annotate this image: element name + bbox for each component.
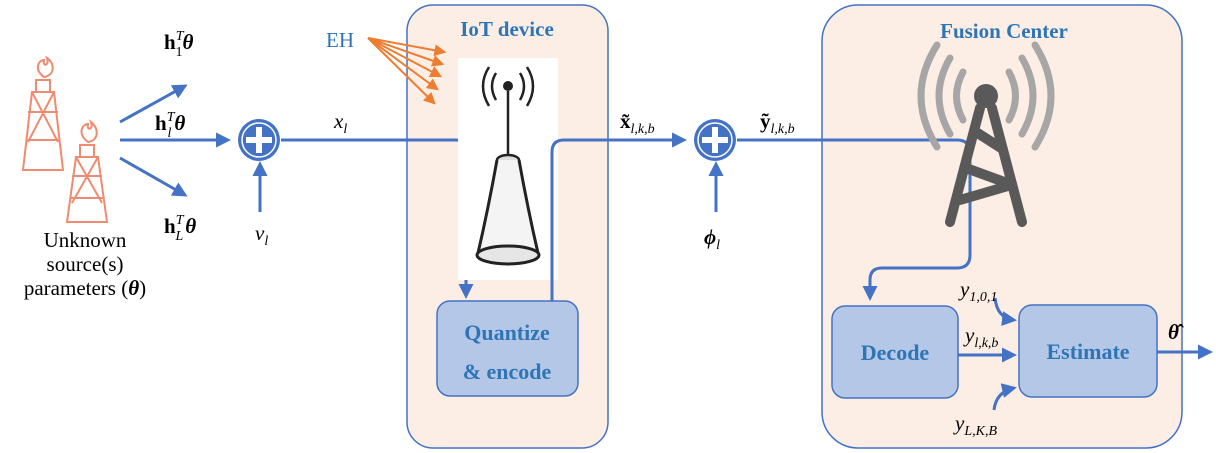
y-101-label: y1,0,1 — [958, 277, 997, 305]
source-label-line2: source(s) — [46, 252, 124, 276]
y-lkb-label: yl,k,b — [963, 323, 998, 351]
v-l-label: vl — [255, 221, 268, 249]
decode-block — [831, 305, 959, 399]
eh-label: EH — [326, 28, 354, 52]
encode-label: & encode — [463, 359, 552, 384]
x-l-label: xl — [333, 109, 347, 137]
fire-source-icon — [21, 55, 65, 171]
phi-l-label: ϕl — [704, 225, 720, 253]
adder-icon — [238, 119, 280, 161]
source-label-line1: Unknown — [43, 228, 127, 252]
fusion-center-title: Fusion Center — [940, 19, 1068, 43]
radio-tower-icon — [917, 41, 1055, 227]
iot-device-title: IoT device — [460, 17, 554, 41]
estimate-label: Estimate — [1046, 339, 1129, 364]
fire-source-icon — [65, 119, 109, 223]
adder-icon — [694, 119, 736, 161]
quantize-label: Quantize — [464, 320, 550, 345]
y-LKB-label: yL,K,B — [953, 411, 997, 439]
source-label-line3: parameters (θ) — [23, 276, 147, 300]
quantize-encode-block — [436, 300, 579, 397]
antenna-icon — [458, 58, 558, 280]
eh-rays — [367, 37, 447, 105]
y-tilde-label: ỹl,k,b — [760, 109, 795, 137]
x-tilde-label: x̃l,k,b — [620, 109, 655, 137]
decode-label: Decode — [861, 340, 930, 365]
source-parameters-label: Unknown source(s) parameters (θ) — [0, 228, 170, 300]
